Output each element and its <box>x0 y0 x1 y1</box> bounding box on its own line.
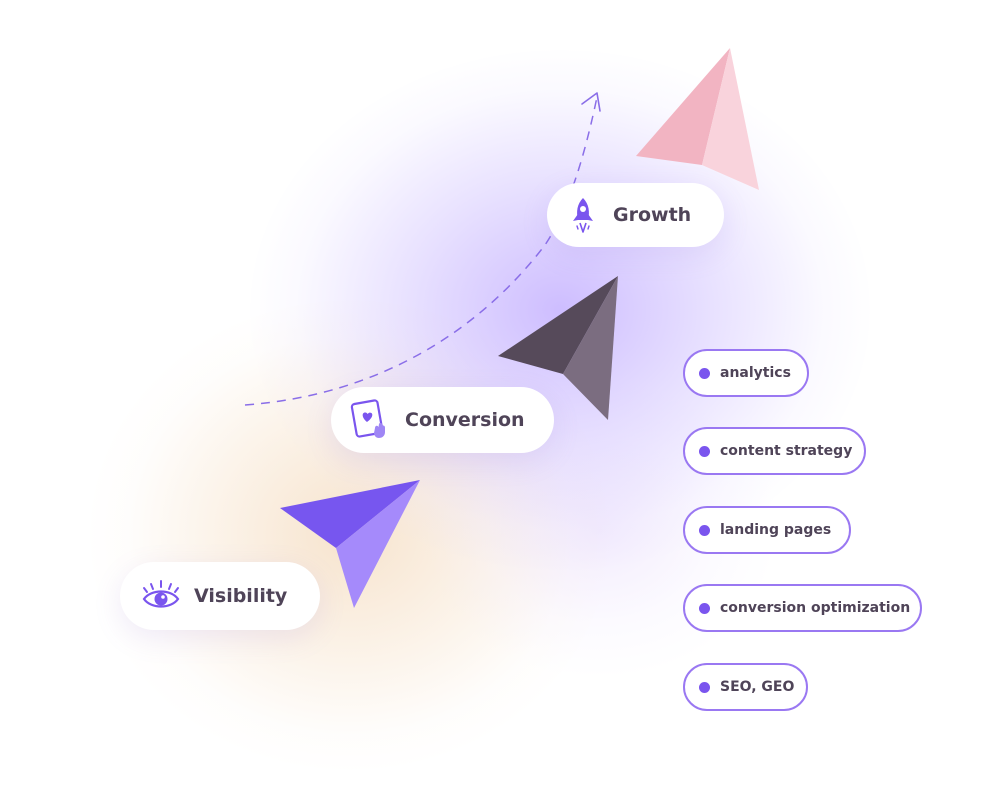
plane-conversion-right-wing <box>563 276 618 420</box>
bullet-dot-icon <box>699 445 710 457</box>
plane-growth-left-wing <box>636 48 730 165</box>
tag-content-strategy: content strategy <box>683 427 866 475</box>
plane-visibility-left-wing <box>280 480 420 548</box>
growth-trajectory-dashed-line <box>244 96 598 406</box>
plane-growth-right-wing <box>702 48 759 190</box>
tag-analytics: analytics <box>683 349 809 397</box>
trajectory-arrowhead-icon <box>581 92 601 112</box>
tag-label: analytics <box>720 365 791 381</box>
bullet-dot-icon <box>699 602 710 614</box>
tag-landing-pages: landing pages <box>683 506 851 554</box>
stage-pill-growth: Growth <box>547 183 724 247</box>
rocket-icon <box>565 195 601 235</box>
tag-seo-geo: SEO, GEO <box>683 663 808 711</box>
bullet-dot-icon <box>699 367 710 379</box>
tag-conversion-optimization: conversion optimization <box>683 584 922 632</box>
stage-label-visibility: Visibility <box>194 585 288 607</box>
tag-label: conversion optimization <box>720 600 911 616</box>
stage-label-conversion: Conversion <box>405 409 525 431</box>
paper-plane-visibility <box>280 480 420 608</box>
tablet-heart-icon <box>349 398 393 442</box>
paper-plane-conversion <box>498 276 618 420</box>
tag-label: content strategy <box>720 443 853 459</box>
tag-label: SEO, GEO <box>720 679 795 695</box>
bullet-dot-icon <box>699 681 710 693</box>
stage-label-growth: Growth <box>613 204 692 226</box>
eye-icon <box>140 578 182 614</box>
bullet-dot-icon <box>699 524 710 536</box>
stage-pill-conversion: Conversion <box>331 387 554 453</box>
plane-visibility-right-wing <box>336 480 420 608</box>
paper-plane-growth <box>636 48 759 190</box>
stage-pill-visibility: Visibility <box>120 562 320 630</box>
tag-label: landing pages <box>720 522 832 538</box>
plane-conversion-left-wing <box>498 276 618 374</box>
